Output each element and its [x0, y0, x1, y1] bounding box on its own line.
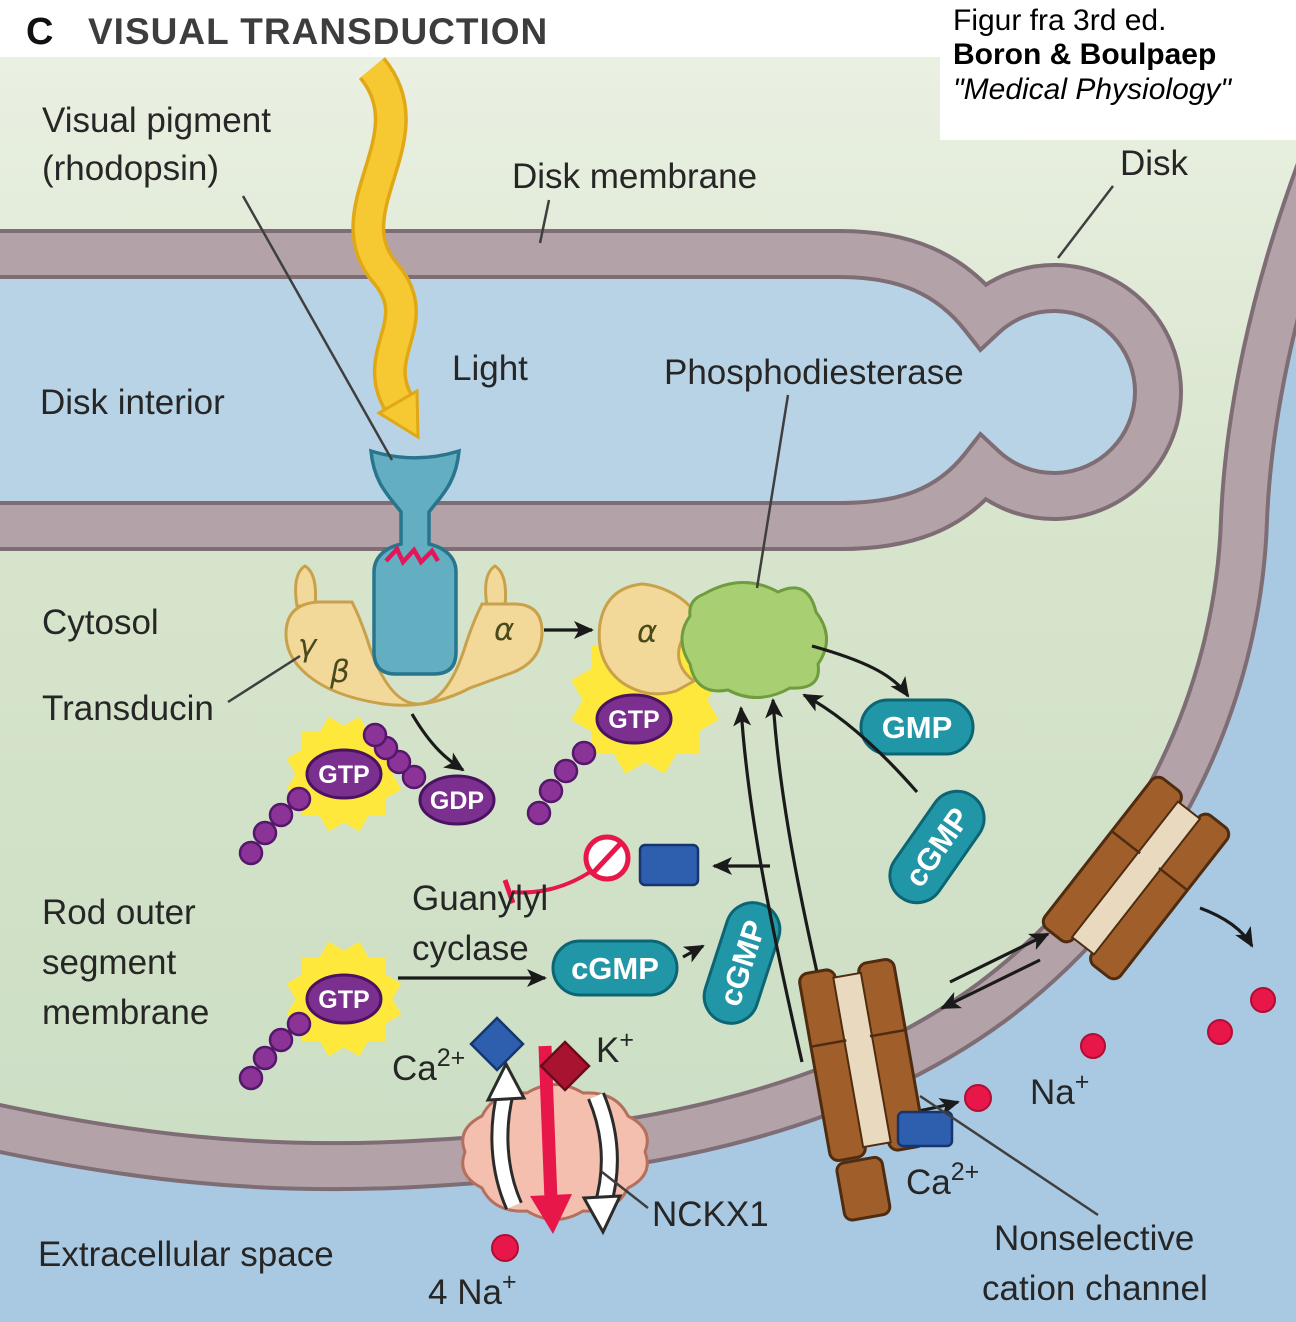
rod-outer-label-line2: segment: [42, 943, 177, 982]
nonselective-label-line1: Nonselective: [994, 1219, 1194, 1258]
ca-ion-label-channel: Ca2+: [906, 1158, 979, 1202]
attribution-line1: Figur fra 3rd ed.: [953, 4, 1166, 37]
light-arrow: [351, 57, 420, 440]
phosphodiesterase-enzyme: [680, 581, 828, 700]
nonselective-pointer: [919, 1094, 1099, 1217]
retinal-squiggle: [384, 544, 440, 567]
nonselective-cation-channel-1: [796, 956, 928, 1222]
panel-letter: C: [26, 11, 53, 53]
reaction-arrows: [398, 621, 1254, 1116]
visual-pigment-label-line1: Visual pigment: [42, 101, 271, 140]
nckx1-label: NCKX1: [652, 1195, 769, 1234]
disk-membrane-label: Disk membrane: [512, 157, 757, 196]
attribution-line3: "Medical Physiology": [953, 73, 1232, 106]
pde-to-gmp-arrow: [811, 644, 910, 698]
rhodopsin-body: [369, 448, 461, 676]
cgmp-label: cGMP: [571, 951, 659, 986]
na-ion-dot: [1080, 1033, 1106, 1059]
transducin-alpha-subunit: [597, 582, 704, 696]
nonselective-label-line2: cation channel: [982, 1269, 1208, 1308]
cgmp-up-arrow-1: [733, 706, 804, 1063]
transducin-alpha-horn: [484, 564, 507, 608]
channel-foot: [835, 1155, 892, 1222]
gmp-label: GMP: [882, 710, 953, 745]
rod-outer-label-line3: membrane: [42, 993, 209, 1032]
pointer-lines: [227, 185, 1114, 1217]
white-down-arrowhead: [581, 1194, 623, 1236]
ca-ion-diamond: [469, 1016, 525, 1072]
ca-binding-marker: [638, 843, 700, 887]
transducin: [284, 564, 544, 707]
na-influx-arrowhead: [530, 1194, 572, 1234]
na-ion-dot: [491, 1234, 519, 1262]
gtp-label: GTP: [608, 706, 659, 734]
light-arrowhead: [376, 388, 420, 440]
exchange-arrow-left: [940, 958, 1041, 1010]
alpha-subunit-label: α: [494, 612, 514, 648]
inhibition-symbol: [502, 834, 631, 904]
cgmp-to-pde-arrow: [802, 693, 919, 794]
ca-marker-channel: [896, 1110, 954, 1148]
gdp-arrow: [410, 713, 465, 772]
figure-title: VISUAL TRANSDUCTION: [88, 11, 548, 52]
rod-outer-label-line1: Rod outer: [42, 893, 196, 932]
k-ion-diamond: [539, 1040, 591, 1092]
transducin-body: [284, 600, 544, 707]
na4-ion-label: 4 Na+: [428, 1268, 517, 1312]
na-ion-label: Na+: [1030, 1068, 1089, 1112]
extracellular-space-label: Extracellular space: [38, 1235, 334, 1274]
disk-membrane-pointer: [538, 199, 551, 244]
transducin-label: Transducin: [42, 689, 214, 728]
disk-pointer: [1057, 185, 1114, 259]
outer-segment-membrane: [0, 174, 1296, 1188]
phosphodiesterase-label: Phosphodiesterase: [664, 353, 964, 392]
disk-membrane-band: [0, 233, 1179, 547]
ca-ion-label: Ca2+: [392, 1044, 465, 1088]
na-entry-arrow-2: [1199, 906, 1254, 948]
disk-interior-region: [0, 254, 1158, 526]
white-up-arrowhead: [485, 1060, 527, 1102]
pde-pointer: [755, 394, 790, 589]
gtp-label: GTP: [318, 761, 369, 789]
beta-subunit-label: β: [329, 654, 350, 690]
guanylyl-cyclase-label-line2: cyclase: [412, 929, 529, 968]
alpha-subunit-label-2: α: [637, 614, 657, 650]
k-ion-label: K+: [596, 1026, 634, 1070]
disk-label: Disk: [1120, 144, 1189, 183]
visual-pigment-label-line2: (rhodopsin): [42, 149, 219, 188]
extracellular-space-region: [0, 240, 1296, 1322]
guanylyl-cyclase-label-line1: Guanylyl: [412, 879, 548, 918]
na-ion-dot: [1207, 1019, 1233, 1045]
nckx1-pointer: [601, 1171, 649, 1209]
gdp: GDP: [362, 722, 496, 826]
transducin-gamma-horn: [294, 564, 317, 608]
cgmp-transfer-arrow: [682, 944, 705, 963]
gamma-subunit-label: γ: [298, 628, 318, 664]
disk-interior-label: Disk interior: [40, 383, 225, 422]
transducin-pointer: [227, 654, 301, 704]
na-ion-dot: [1250, 987, 1276, 1013]
gtp-lower: GTP: [238, 973, 383, 1091]
visual-pigment-pointer: [241, 195, 394, 461]
exchange-arrow-right: [949, 932, 1050, 984]
gmp-capsule: GMP: [859, 698, 975, 756]
nckx1-exchanger: [461, 1045, 649, 1236]
gtp-left: GTP: [238, 748, 383, 866]
cgmp-capsule-1: cGMP: [551, 939, 679, 997]
light-label: Light: [452, 349, 528, 388]
gtp-label: GTP: [318, 986, 369, 1014]
attribution-line2: Boron & Boulpaep: [953, 38, 1216, 71]
gtp-on-alpha: GTP: [526, 693, 673, 826]
attribution-panel: [940, 0, 1296, 140]
gdp-label: GDP: [430, 787, 484, 815]
rhodopsin: [369, 448, 461, 676]
cytosol-label: Cytosol: [42, 603, 159, 642]
na-ion-dot: [964, 1084, 992, 1112]
